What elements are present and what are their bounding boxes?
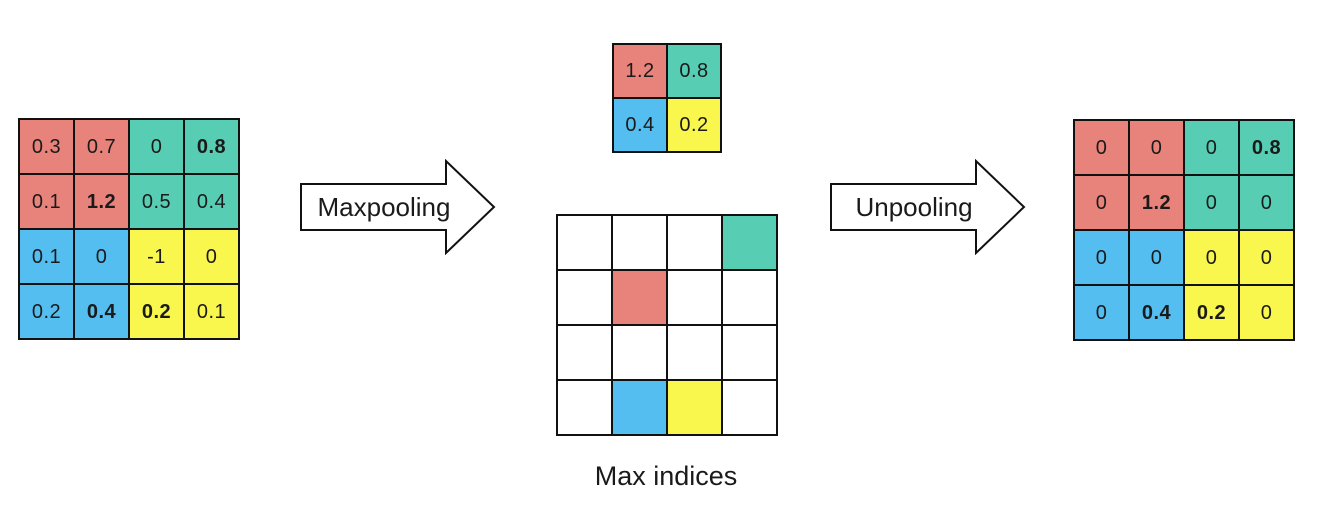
matrix-cell: 0.2 [19, 284, 74, 339]
matrix-cell [722, 270, 777, 325]
matrix-cell [667, 270, 722, 325]
matrix-cell: 0 [1129, 120, 1184, 175]
matrix-cell [667, 215, 722, 270]
matrix-cell: 0.4 [74, 284, 129, 339]
matrix-cell [722, 380, 777, 435]
matrix-cell: 0 [184, 229, 239, 284]
matrix-cell: 0.2 [1184, 285, 1239, 340]
unpooling-label: Unpooling [855, 191, 973, 222]
matrix-cell [722, 325, 777, 380]
matrix-cell: 0.8 [1239, 120, 1294, 175]
input-matrix: 0.3 0.7 0 0.8 0.1 1.2 0.5 0.4 0.1 0 -1 0… [18, 118, 240, 340]
matrix-cell: 0 [1129, 230, 1184, 285]
matrix-cell: 0.4 [184, 174, 239, 229]
matrix-cell [557, 325, 612, 380]
output-matrix: 0 0 0 0.8 0 1.2 0 0 0 0 0 0 0 0.4 0.2 0 [1073, 119, 1295, 341]
matrix-cell [612, 215, 667, 270]
matrix-cell: 0 [1184, 120, 1239, 175]
right-arrow-icon [830, 159, 1026, 255]
matrix-cell: 0.2 [667, 98, 721, 152]
matrix-cell: 1.2 [613, 44, 667, 98]
matrix-cell: 0 [129, 119, 184, 174]
matrix-cell [557, 380, 612, 435]
matrix-cell: 0.8 [184, 119, 239, 174]
matrix-cell: -1 [129, 229, 184, 284]
matrix-cell: 0 [1074, 285, 1129, 340]
matrix-cell: 0.4 [613, 98, 667, 152]
matrix-cell [612, 270, 667, 325]
matrix-cell: 0 [1239, 175, 1294, 230]
matrix-cell [557, 270, 612, 325]
matrix-cell [667, 325, 722, 380]
matrix-cell: 0 [1184, 230, 1239, 285]
matrix-cell: 0.2 [129, 284, 184, 339]
matrix-cell: 0.4 [1129, 285, 1184, 340]
matrix-cell [612, 380, 667, 435]
max-indices-label: Max indices [594, 461, 738, 491]
matrix-cell [667, 380, 722, 435]
matrix-cell: 0 [1074, 120, 1129, 175]
matrix-cell: 0.1 [19, 174, 74, 229]
unpooling-arrow: Unpooling [830, 159, 1026, 255]
matrix-cell: 0 [1074, 230, 1129, 285]
matrix-cell: 0.3 [19, 119, 74, 174]
matrix-cell: 0.8 [667, 44, 721, 98]
matrix-cell [557, 215, 612, 270]
matrix-cell: 0 [1239, 230, 1294, 285]
matrix-cell: 0 [1074, 175, 1129, 230]
maxpooling-label: Maxpooling [317, 191, 451, 222]
matrix-cell: 0 [1239, 285, 1294, 340]
matrix-cell [722, 215, 777, 270]
matrix-cell: 1.2 [1129, 175, 1184, 230]
matrix-cell: 1.2 [74, 174, 129, 229]
maxpooling-arrow: Maxpooling [300, 159, 496, 255]
matrix-cell: 0.1 [184, 284, 239, 339]
matrix-cell: 0 [74, 229, 129, 284]
right-arrow-icon [300, 159, 496, 255]
matrix-cell: 0 [1184, 175, 1239, 230]
matrix-cell: 0.1 [19, 229, 74, 284]
pooled-matrix: 1.2 0.8 0.4 0.2 [612, 43, 722, 153]
matrix-cell [612, 325, 667, 380]
matrix-cell: 0.7 [74, 119, 129, 174]
matrix-cell: 0.5 [129, 174, 184, 229]
max-indices-matrix [556, 214, 778, 436]
